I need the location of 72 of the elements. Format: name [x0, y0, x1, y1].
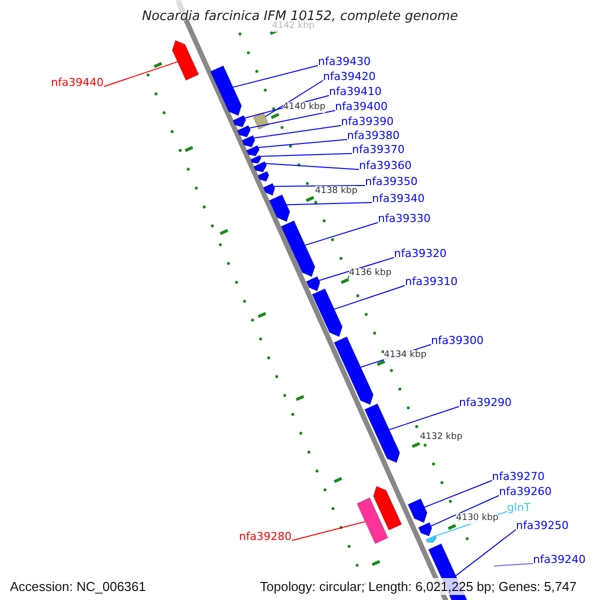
- gene-block: [356, 497, 388, 544]
- gene-feature: [418, 522, 432, 536]
- leader-line: [292, 521, 366, 541]
- gene-label: nfa39420: [323, 70, 376, 82]
- leader-line: [264, 80, 324, 118]
- leader-line: [258, 139, 348, 148]
- gene-label: nfa39390: [341, 114, 394, 128]
- gene-feature: [263, 182, 276, 196]
- leader-line: [265, 163, 360, 170]
- genome-info: Topology: circular; Length: 6,021,225 bp; Genes: 5,747: [258, 578, 579, 595]
- gene-feature: [232, 115, 246, 128]
- leader-line: [232, 65, 318, 88]
- gene-feature: [258, 170, 270, 182]
- leader-line: [494, 563, 534, 566]
- gene-feature: [253, 161, 267, 172]
- gene-feature: [210, 65, 242, 116]
- gene-label: nfa39250: [516, 518, 569, 532]
- leader-line: [273, 185, 366, 187]
- gene-label: nfa39440: [51, 76, 104, 88]
- leader-line: [104, 61, 178, 87]
- leader-line: [334, 285, 406, 310]
- gene-feature: [334, 336, 374, 406]
- gene-feature: [408, 498, 428, 524]
- leader-line: [304, 222, 378, 246]
- gene-label: nfa39280: [239, 530, 292, 542]
- position-marker: 4134 kbp: [384, 350, 426, 361]
- gene-feature: [237, 125, 251, 138]
- gene-label: nfa39270: [492, 470, 545, 482]
- leader-line: [286, 202, 372, 206]
- leader-line: [318, 257, 394, 282]
- gene-label: nfa39380: [347, 128, 400, 142]
- map-title: Nocardia farcinica IFM 10152, complete genome: [140, 10, 460, 23]
- gene-feature: [246, 145, 260, 156]
- gene-label: nfa39350: [365, 174, 418, 188]
- gene-label: nfa39400: [335, 100, 388, 112]
- gene-feature: [172, 40, 200, 81]
- gene-feature: [426, 535, 437, 543]
- gene-label: nfa39240: [533, 552, 586, 566]
- gene-feature: [280, 220, 316, 278]
- position-marker: 4132 kbp: [420, 432, 462, 443]
- gene-feature: [312, 288, 343, 338]
- gene-label: nfa39320: [394, 246, 447, 260]
- gene-label: glnT: [507, 500, 531, 514]
- gene-label: nfa39360: [359, 158, 412, 172]
- gene-feature: [364, 403, 400, 464]
- gene-feature: [242, 135, 256, 148]
- gene-label: nfa39370: [352, 142, 405, 156]
- leader-line: [260, 153, 352, 157]
- position-marker: 4130 kbp: [456, 513, 498, 524]
- position-marker: 4136 kbp: [349, 268, 392, 279]
- gene-label: nfa39290: [459, 396, 512, 408]
- gene-block: [252, 112, 270, 130]
- gene-feature: [373, 486, 402, 531]
- gene-feature: [268, 194, 290, 222]
- position-marker: 4138 kbp: [315, 186, 358, 197]
- leader-line: [424, 480, 492, 508]
- position-marker: 4140 kbp: [283, 102, 326, 113]
- gene-feature: [306, 276, 320, 292]
- leader-line: [254, 125, 342, 139]
- gene-label: nfa39340: [372, 192, 425, 204]
- gene-feature: [250, 154, 262, 164]
- gene-label: nfa39410: [329, 84, 382, 98]
- gene-label: nfa39260: [499, 484, 552, 498]
- gene-label: nfa39330: [378, 212, 431, 224]
- gene-label: nfa39300: [431, 334, 484, 346]
- gene-label: nfa39310: [405, 274, 458, 288]
- leader-line: [388, 406, 460, 430]
- leader-line: [249, 110, 336, 129]
- position-marker: 4142 kbp: [272, 21, 314, 32]
- leader-line: [455, 529, 516, 576]
- leader-line: [430, 495, 500, 527]
- gene-label: nfa39430: [318, 54, 371, 68]
